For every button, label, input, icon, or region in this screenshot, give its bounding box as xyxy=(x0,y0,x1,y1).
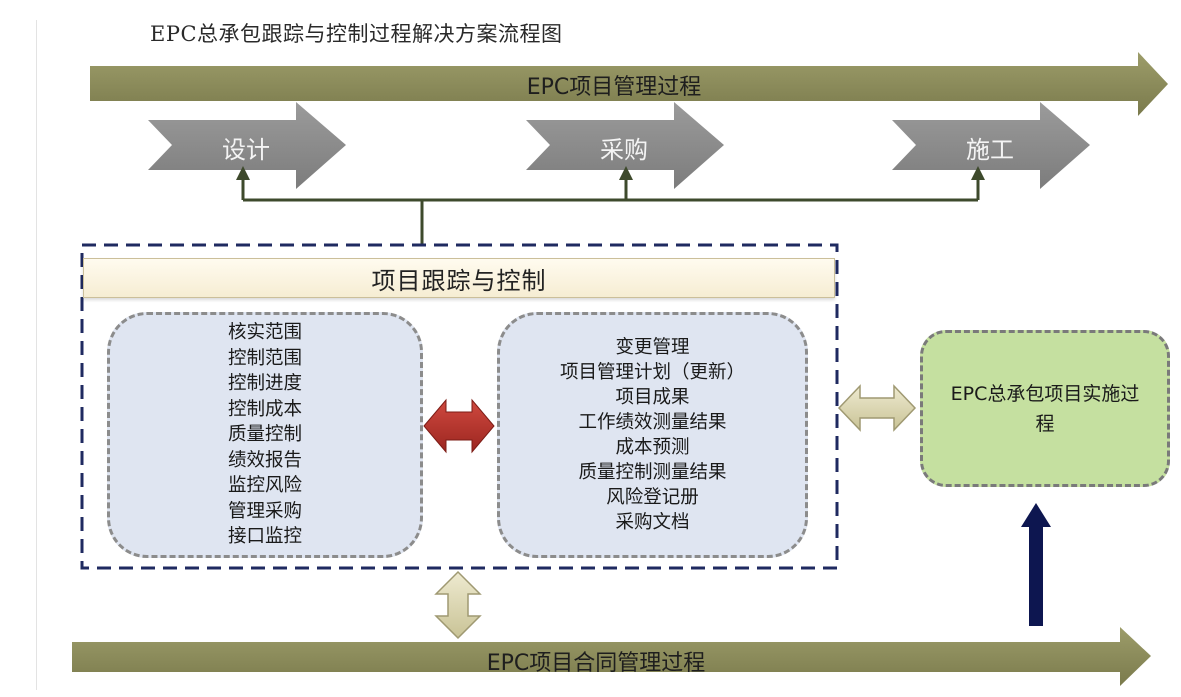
list-item: 接口监控 xyxy=(227,526,302,548)
list-item: 质量控制 xyxy=(227,424,302,446)
list-item: 工作绩效测量结果 xyxy=(578,412,727,433)
list-item: 监控风险 xyxy=(227,475,302,497)
up-arrow xyxy=(1021,503,1051,626)
tracking-container xyxy=(80,243,839,570)
list-item: 质量控制测量结果 xyxy=(578,462,727,483)
phase-label-construction: 施工 xyxy=(966,136,1014,164)
connector-arrowhead-procurement xyxy=(619,166,633,180)
connector-arrowhead-construction xyxy=(971,166,985,180)
top-band-label: EPC项目管理过程 xyxy=(526,75,702,100)
phase-arrow-design xyxy=(148,102,346,189)
page-edge-line xyxy=(36,20,37,690)
control-actions-panel: 核实范围 控制范围 控制进度 控制成本 质量控制 绩效报告 监控风险 管理采购 … xyxy=(107,312,423,558)
connector-arrowhead-design xyxy=(236,166,250,180)
double-arrow-beige-vertical xyxy=(434,570,482,640)
bottom-band-label: EPC项目合同管理过程 xyxy=(486,651,706,676)
control-outputs-panel: 变更管理 项目管理计划（更新） 项目成果 工作绩效测量结果 成本预测 质量控制测… xyxy=(497,312,808,558)
phase-arrow-construction xyxy=(892,102,1090,189)
list-item: 项目成果 xyxy=(615,387,690,408)
connector-tree xyxy=(241,176,980,244)
list-item: 项目管理计划（更新） xyxy=(559,362,745,383)
list-item: 控制范围 xyxy=(227,347,302,369)
list-item: 风险登记册 xyxy=(606,487,699,508)
phase-arrow-procurement xyxy=(526,102,724,189)
phase-label-design: 设计 xyxy=(222,136,270,164)
phase-label-procurement: 采购 xyxy=(600,136,648,164)
tracking-header: 项目跟踪与控制 xyxy=(83,258,835,298)
bottom-band-arrow xyxy=(72,627,1151,686)
double-arrow-beige-right xyxy=(837,384,917,432)
list-item: 采购文档 xyxy=(615,512,690,533)
list-item: 核实范围 xyxy=(227,322,302,344)
diagram-title: EPC总承包跟踪与控制过程解决方案流程图 xyxy=(150,22,563,46)
list-item: 控制进度 xyxy=(227,373,302,395)
execution-process-box: EPC总承包项目实施过程 xyxy=(920,330,1170,487)
list-item: 成本预测 xyxy=(615,437,690,458)
list-item: 控制成本 xyxy=(227,398,302,420)
list-item: 变更管理 xyxy=(615,337,690,358)
list-item: 绩效报告 xyxy=(227,449,302,471)
top-band-arrow xyxy=(90,52,1168,116)
double-arrow-red xyxy=(423,398,495,454)
list-item: 管理采购 xyxy=(227,500,302,522)
